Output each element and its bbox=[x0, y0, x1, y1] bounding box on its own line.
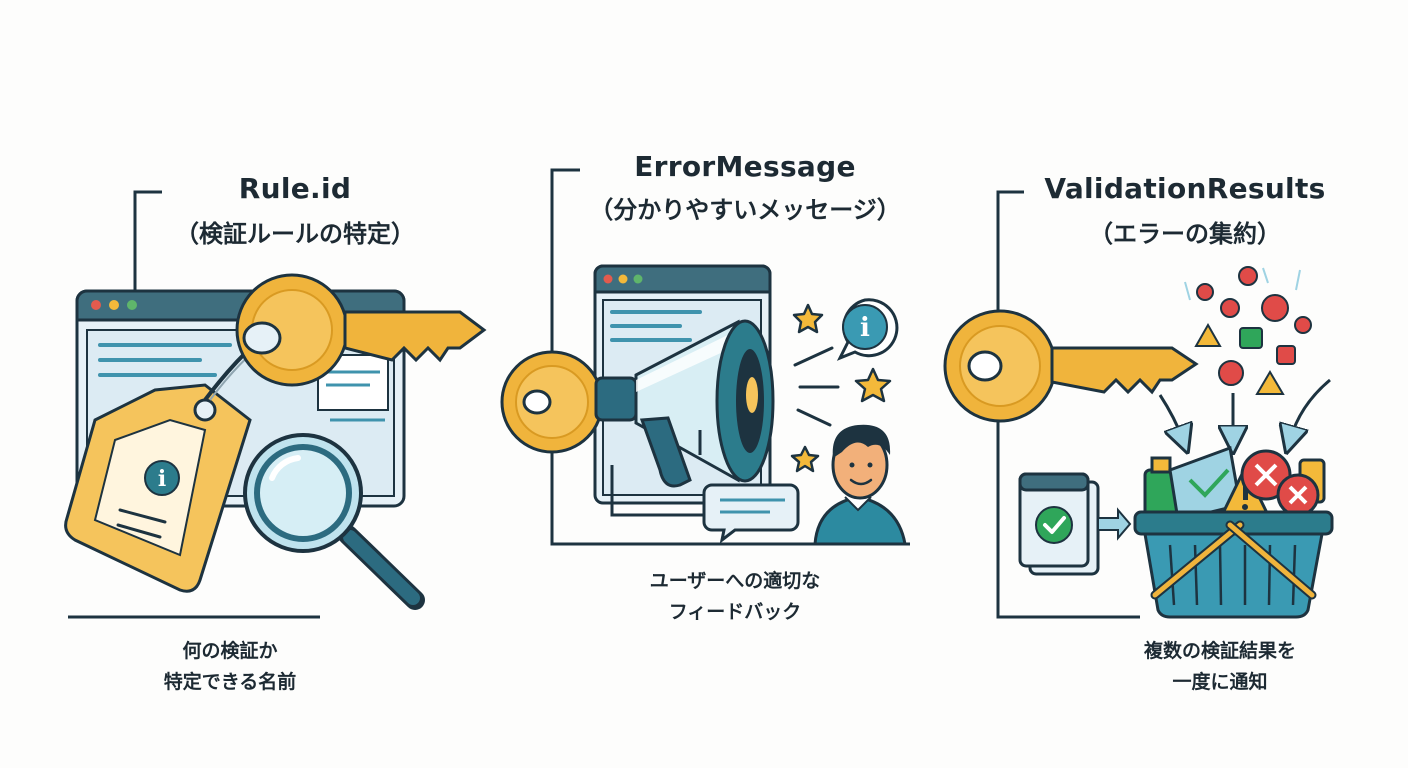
panel-3-title: ValidationResults bbox=[1044, 172, 1326, 205]
gold-key-2 bbox=[500, 350, 604, 454]
basket-contents bbox=[1143, 445, 1326, 522]
panel-3-caption-line-2: 一度に通知 bbox=[1172, 671, 1268, 693]
magnifier-icon bbox=[243, 433, 425, 610]
megaphone-icon bbox=[594, 319, 775, 488]
speech-bubble-icon bbox=[702, 483, 800, 544]
sound-lines bbox=[793, 346, 840, 427]
panel-1-bracket bbox=[133, 190, 162, 290]
panel-3-caption: 複数の検証結果を 一度に通知 bbox=[1105, 636, 1335, 698]
panel-3-illustration bbox=[943, 190, 1334, 619]
panel-2-illustration: i bbox=[500, 168, 910, 546]
star-icons bbox=[790, 303, 892, 473]
tag-icon: i bbox=[64, 333, 271, 593]
panel-3-subtitle: （エラーの集約） bbox=[1089, 220, 1281, 248]
gold-key-1 bbox=[235, 273, 487, 387]
panel-2-caption-line-1: ユーザーへの適切な bbox=[649, 570, 821, 592]
panel-1-subtitle: （検証ルールの特定） bbox=[175, 220, 415, 248]
small-document-icon bbox=[1018, 472, 1132, 576]
svg-text:i: i bbox=[860, 313, 870, 343]
panel-1-caption-line-1: 何の検証か bbox=[182, 640, 278, 662]
falling-arrows bbox=[1158, 378, 1331, 440]
panel-2-subtitle: （分かりやすいメッセージ） bbox=[589, 196, 901, 224]
star-icon bbox=[854, 367, 892, 403]
panel-2-title: ErrorMessage bbox=[634, 150, 856, 183]
panel-2-caption: ユーザーへの適切な フィードバック bbox=[615, 566, 855, 628]
panel-1-caption-line-2: 特定できる名前 bbox=[163, 671, 297, 693]
flying-error-icons bbox=[1184, 266, 1312, 395]
info-bubble-icon: i bbox=[836, 298, 899, 361]
gold-key-3 bbox=[943, 309, 1199, 423]
svg-text:i: i bbox=[158, 466, 166, 492]
basket-icon bbox=[1133, 510, 1334, 619]
panel-3-caption-line-1: 複数の検証結果を bbox=[1143, 640, 1296, 662]
panel-2-caption-line-2: フィードバック bbox=[668, 601, 802, 623]
panel-1-title: Rule.id bbox=[238, 172, 352, 205]
panel-1-illustration: i bbox=[64, 190, 487, 619]
star-icon bbox=[792, 303, 824, 334]
user-avatar-icon bbox=[813, 424, 907, 546]
panel-1-caption: 何の検証か 特定できる名前 bbox=[110, 636, 350, 698]
star-icon bbox=[790, 445, 820, 473]
